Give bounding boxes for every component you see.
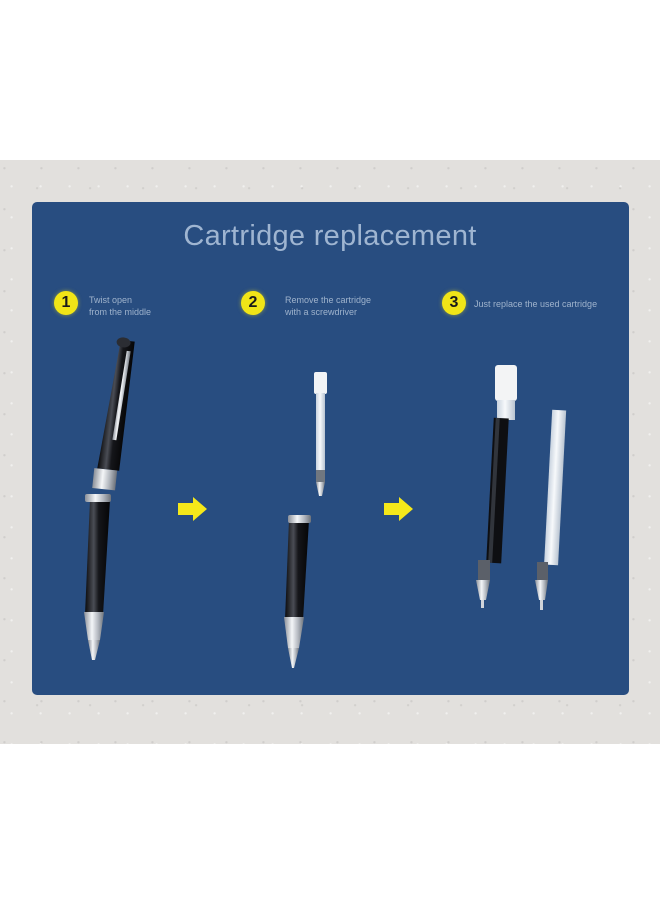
pen-upper-half bbox=[92, 337, 135, 491]
step-2-text: Remove the cartridge with a screwdriver bbox=[285, 294, 371, 318]
step-3-text: Just replace the used cartridge bbox=[474, 298, 597, 310]
step-2-line-2: with a screwdriver bbox=[285, 307, 358, 317]
used-cartridge bbox=[476, 365, 517, 608]
cartridge-removed bbox=[314, 372, 327, 496]
step-1-line-1: Twist open bbox=[89, 295, 133, 305]
instruction-panel bbox=[32, 202, 629, 695]
new-cartridge bbox=[535, 409, 567, 610]
step-1-line-2: from the middle bbox=[89, 307, 152, 317]
step-2-badge: 2 bbox=[241, 291, 265, 315]
step-1-badge: 1 bbox=[54, 291, 78, 315]
step-3-line-1: Just replace the used cartridge bbox=[474, 299, 598, 309]
page-title: Cartridge replacement bbox=[183, 220, 477, 252]
step-1-text: Twist open from the middle bbox=[89, 294, 151, 318]
arrow-right-icon bbox=[178, 497, 207, 521]
pen-lower-half-step-2 bbox=[284, 515, 311, 668]
arrow-right-icon bbox=[384, 497, 413, 521]
pen-lower-half bbox=[84, 494, 111, 660]
step-3-badge: 3 bbox=[442, 291, 466, 315]
step-2-line-1: Remove the cartridge bbox=[285, 295, 372, 305]
